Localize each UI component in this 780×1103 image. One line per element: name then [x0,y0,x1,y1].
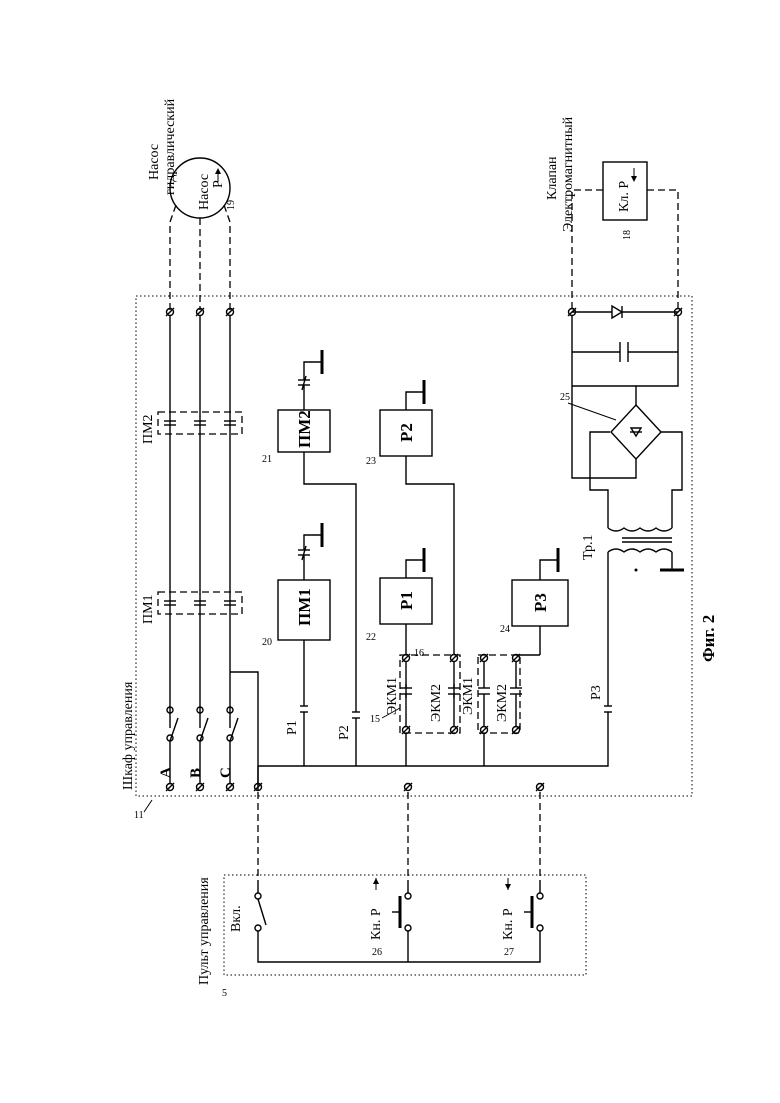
contact-p2-label: Р2 [337,725,352,740]
button-kn-down-ref: 27 [504,947,514,958]
pump-ref: 19 [226,200,237,210]
valve-inner-label: Кл. Р [617,181,632,212]
ekm-terminal-2 [450,654,458,662]
relay-p3-label: Р3 [531,593,550,612]
button-kn-down [524,893,543,931]
ekm-ref-16: 16 [414,648,424,659]
coil-pm2-label: ПМ2 [295,410,314,448]
phase-a-label: A [158,767,174,778]
console-title: Пульт управления [197,877,212,985]
pm2-group-label: ПМ2 [141,414,156,444]
valve-ref: 18 [622,230,633,240]
terminal-in-b [196,783,204,791]
main-switch [167,707,238,741]
terminal-bus-2 [404,783,412,791]
contact-p1-label: Р1 [285,720,300,735]
relay-p2-label: Р2 [397,423,416,442]
pump-inner-label: Насос [197,174,212,210]
cabinet-title: Шкаф управления [121,681,136,790]
ekm1-bottom-label: ЭКМ1 [461,677,476,715]
ekm2-top-label: ЭКМ2 [429,684,444,722]
contact-p3-label: Р3 [589,685,604,700]
terminal-in-c [226,783,234,791]
ekm2-bottom-label: ЭКМ2 [495,684,510,722]
transformer-label: Тр.1 [581,534,596,560]
phase-b-label: B [188,768,204,778]
relay-p3-ref: 24 [500,624,510,635]
coil-pm1-label: ПМ1 [295,588,314,626]
button-kn-down-label: Кн. Р [501,908,516,940]
ekm-ref-15: 15 [370,714,380,725]
console-ref: 5 [222,988,227,999]
pm1-group-label: ПМ1 [141,594,156,624]
valve-title-line2: Электромагнитный [561,116,576,232]
button-vkl [255,893,266,931]
coil-pm1-ref: 20 [262,637,272,648]
button-vkl-label: Вкл. [229,905,244,932]
bridge-ref: 25 [560,392,570,403]
relay-p1-label: Р1 [397,591,416,610]
coil-pm2-ref: 21 [262,454,272,465]
phase-c-label: C [218,767,234,778]
relay-p1-ref: 22 [366,632,376,643]
relay-p2-ref: 23 [366,456,376,467]
terminal-bus-3 [536,783,544,791]
pump-title-line1: Насос [147,144,162,180]
pump-title-line2: гидравлический [163,98,178,195]
valve-title-line1: Клапан [545,156,560,200]
figure-caption: Фиг. 2 [699,615,718,662]
button-kn-up-label: Кн. Р [369,908,384,940]
cabinet-ref: 11 [134,810,144,821]
button-kn-up-ref: 26 [372,947,382,958]
button-kn-up [392,893,411,931]
terminal-in-a [166,783,174,791]
